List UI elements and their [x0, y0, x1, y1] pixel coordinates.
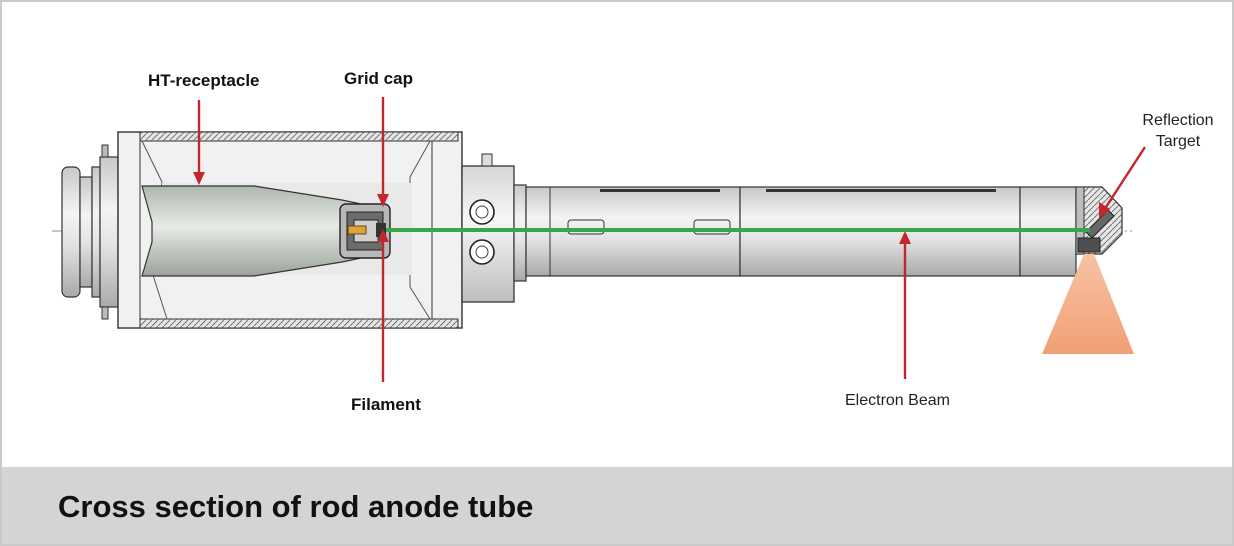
connector-socket-icon	[469, 239, 495, 265]
figure-caption: Cross section of rod anode tube	[58, 489, 534, 524]
caption-bar: Cross section of rod anode tube	[2, 467, 1232, 544]
pointer-filament	[377, 229, 389, 382]
pointer-reflection-target	[1099, 146, 1147, 219]
pointer-ht-receptacle	[193, 100, 205, 185]
x-ray-radiation-cone	[1042, 254, 1134, 354]
anode-head	[1075, 186, 1123, 255]
pointer-electron-beam	[899, 231, 911, 379]
connector-collar	[461, 153, 527, 303]
label-ht-receptacle: HT-receptacle	[148, 71, 260, 90]
label-reflection-target: Reflection Target	[1130, 110, 1226, 152]
label-reflection-target-line1: Reflection	[1142, 112, 1214, 129]
connector-socket-icon	[469, 199, 495, 225]
insulator-cone	[141, 185, 381, 277]
pointer-grid-cap	[377, 97, 389, 207]
label-electron-beam: Electron Beam	[845, 392, 950, 409]
label-filament: Filament	[351, 395, 421, 414]
label-reflection-target-line2: Target	[1155, 133, 1201, 150]
grid-cap-assembly	[339, 203, 391, 259]
label-grid-cap: Grid cap	[344, 69, 413, 88]
rod-anode-tube-diagram	[52, 97, 1147, 382]
hv-connector-flange	[61, 144, 119, 320]
